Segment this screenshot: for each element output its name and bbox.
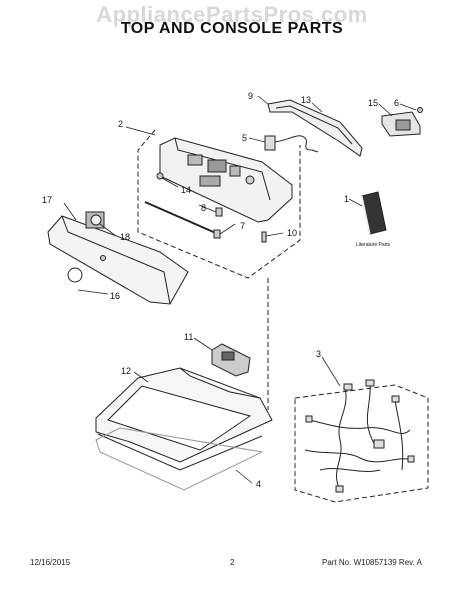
callout-10: 10: [287, 228, 297, 238]
literature-label: Literature Parts: [356, 242, 391, 248]
switch-5-drawing: [264, 135, 319, 153]
screw-10-drawing: [261, 231, 267, 243]
trim-drawing: [267, 99, 363, 157]
wire-harness-drawing: [304, 379, 415, 493]
clip-7-drawing: [213, 229, 221, 239]
callout-7: 7: [240, 221, 245, 231]
callout-16: 16: [110, 291, 120, 301]
gasket-4-drawing: [95, 427, 264, 491]
callout-2: 2: [118, 119, 123, 129]
watermark-text: AppliancePartsPros.com: [96, 2, 368, 27]
callout-6: 6: [394, 98, 399, 108]
clip-8-drawing: [215, 207, 223, 217]
literature-drawing: [361, 191, 387, 235]
callout-11: 11: [184, 332, 193, 342]
top-cabinet-drawing: [95, 367, 273, 471]
callout-14: 14: [181, 185, 191, 195]
callout-13: 13: [301, 95, 311, 105]
console-group-outline: [137, 129, 301, 279]
footer-part-number: Part No. W10857139 Rev. A: [322, 558, 422, 567]
footer-page-number: 2: [230, 558, 235, 567]
knob-18-drawing: [85, 211, 105, 229]
callout-8: 8: [201, 203, 206, 213]
harness-group-outline: [294, 384, 429, 503]
latch-11-drawing: [211, 343, 251, 377]
console-rod-drawing: [144, 201, 219, 235]
callout-3: 3: [316, 349, 321, 359]
callout-9: 9: [248, 91, 253, 101]
page-title: TOP AND CONSOLE PARTS: [120, 20, 344, 37]
callout-5: 5: [242, 133, 247, 143]
control-board-drawing: [381, 107, 423, 137]
footer-date: 12/16/2015: [30, 558, 71, 567]
callout-15: 15: [368, 98, 378, 108]
callout-18: 18: [120, 232, 130, 242]
callout-17: 17: [42, 195, 52, 205]
screw-14-drawing: [156, 172, 164, 180]
callout-1: 1: [344, 194, 349, 204]
callout-4: 4: [256, 479, 261, 489]
console-panel-drawing: [159, 137, 293, 223]
front-panel-drawing: [47, 215, 189, 305]
callout-12: 12: [121, 366, 131, 376]
